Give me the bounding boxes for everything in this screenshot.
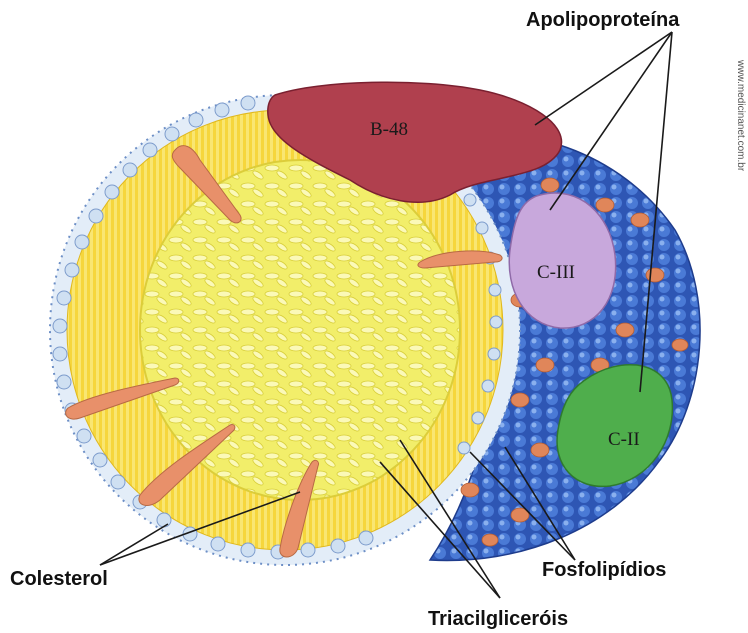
triglyceride-core — [140, 160, 460, 500]
label-colesterol: Colesterol — [10, 568, 108, 590]
label-fosfolipidios: Fosfolipídios — [542, 559, 666, 581]
label-triacilgliceróis: Triacilgliceróis — [428, 608, 568, 630]
watermark-text: www.medicinanet.com.br — [735, 59, 746, 172]
protein-label-c2: C-II — [608, 429, 640, 450]
protein-label-c3: C-III — [537, 262, 575, 283]
protein-label-b48: B-48 — [370, 119, 408, 140]
label-apolipoproteina: Apolipoproteína — [526, 9, 680, 31]
